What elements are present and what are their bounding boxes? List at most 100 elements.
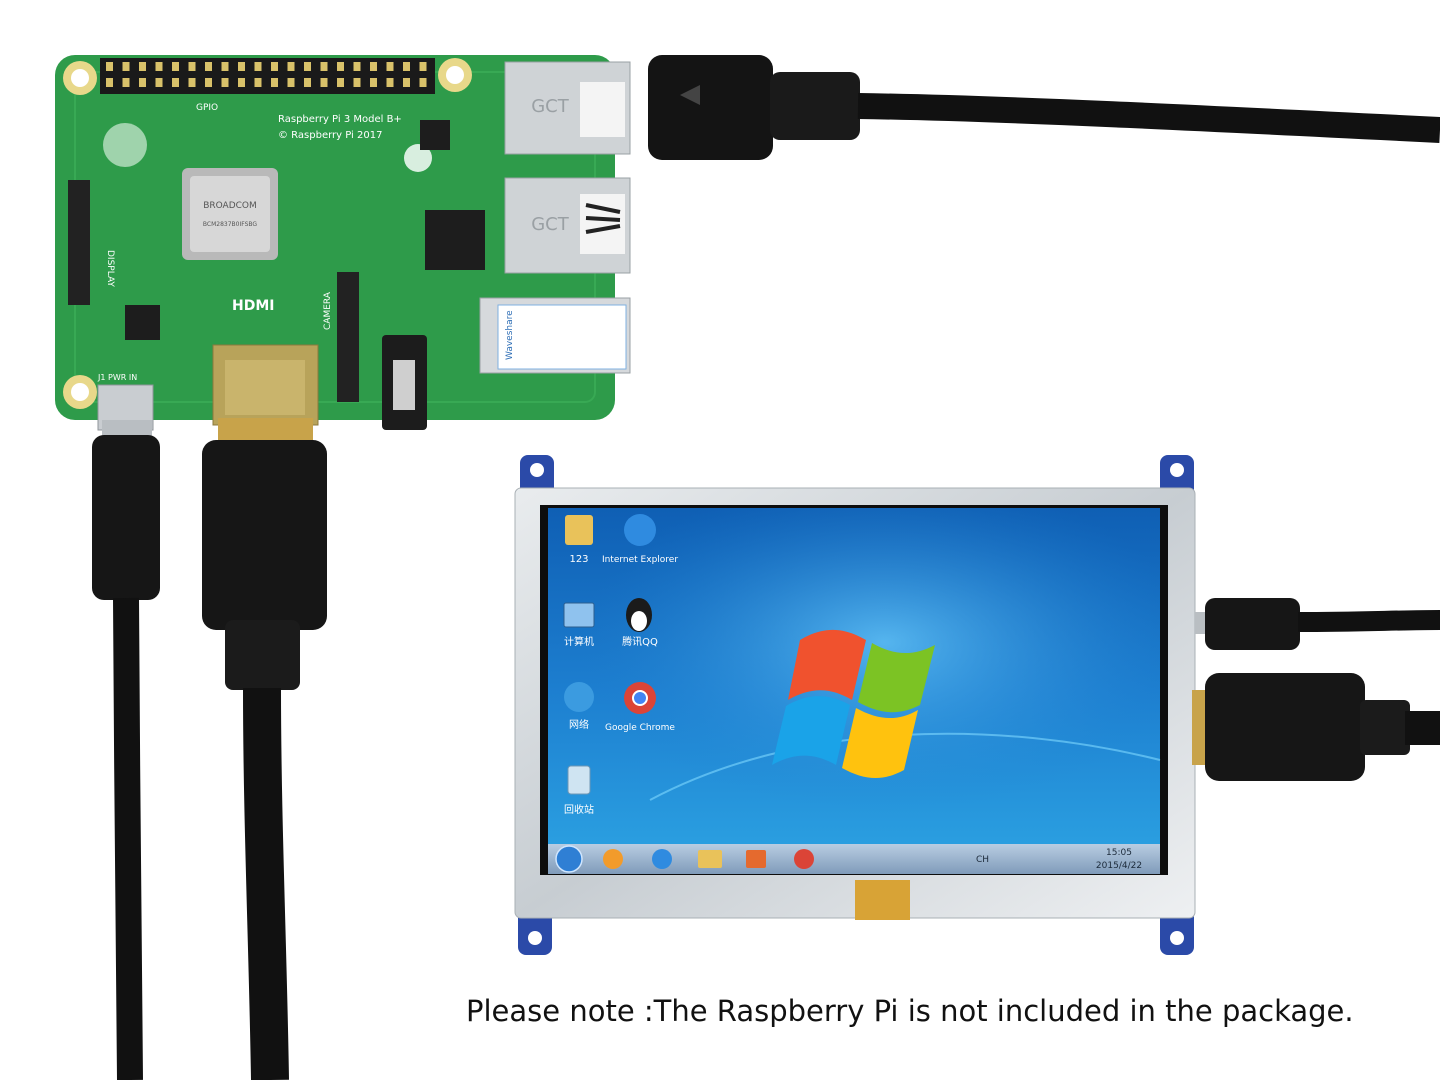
gpio-pin [403, 62, 410, 71]
gpio-pin [155, 62, 163, 71]
gpio-pin [205, 62, 212, 71]
gpio-pin [188, 78, 196, 87]
usb-port-bottom: GCT [504, 177, 631, 274]
gpio-pin [287, 78, 295, 87]
gpio-pin [304, 62, 311, 71]
desktop-icon-label: 123 [569, 554, 588, 565]
desktop-icon-label: Internet Explorer [602, 555, 678, 565]
taskbar-explorer-icon[interactable] [698, 850, 722, 868]
usb-cable [648, 55, 1440, 160]
silk-copyright: © Raspberry Pi 2017 [278, 130, 382, 141]
folder-icon [565, 515, 593, 545]
flex-cable [855, 880, 910, 920]
silk-model: Raspberry Pi 3 Model B+ [278, 114, 402, 125]
micro-usb-cable [92, 420, 160, 1080]
gpio-pin [320, 62, 328, 71]
silk-hdmi: HDMI [232, 298, 274, 314]
gpio-pin [254, 62, 262, 71]
internet-explorer-icon [624, 514, 656, 546]
hdmi-cable [202, 418, 327, 1080]
desktop-icon-qq[interactable]: 腾讯QQ [622, 598, 658, 648]
gpio-pin [271, 78, 278, 87]
gpio-pin [419, 78, 427, 87]
package-note: Please note :The Raspberry Pi is not inc… [466, 994, 1354, 1028]
camera-connector [337, 272, 359, 402]
gpio-pin [370, 78, 377, 87]
desktop-icon-folder[interactable]: 123 [565, 515, 593, 565]
gpio-pin [403, 78, 410, 87]
gpio-pin [337, 78, 344, 87]
gpio-pin [337, 62, 344, 71]
gpio-pin [353, 62, 361, 71]
silk-gpio: GPIO [196, 103, 218, 113]
taskbar-media-icon[interactable] [746, 850, 766, 868]
gpio-pin [188, 62, 196, 71]
ethernet-port: Waveshare [479, 297, 631, 374]
gpio-pin [238, 78, 245, 87]
sticker-text: Waveshare [505, 310, 515, 360]
gpio-header [100, 58, 435, 94]
network-icon [564, 682, 594, 712]
lcd-display: 123 Internet Explorer 计算机 腾讯QQ 网络 [514, 455, 1196, 955]
gpio-pin [254, 78, 262, 87]
taskbar-ie-icon[interactable] [652, 849, 672, 869]
raspberry-pi-board: Raspberry Pi 3 Model B+ © Raspberry Pi 2… [55, 55, 631, 431]
gpio-pin [106, 78, 113, 87]
desktop-icon-label: Google Chrome [605, 723, 675, 733]
gpio-pin [122, 62, 130, 71]
recycle-bin-icon [567, 765, 591, 795]
desktop-icon-network[interactable]: 网络 [564, 682, 594, 731]
silk-camera: CAMERA [323, 291, 333, 330]
start-button[interactable] [555, 845, 583, 873]
desktop-icon-computer[interactable]: 计算机 [563, 602, 595, 648]
taskbar-chrome-icon[interactable] [794, 849, 814, 869]
taskbar: CH 15:05 2015/4/22 [548, 844, 1160, 874]
gpio-pin [386, 78, 394, 87]
taskbar-app-icon[interactable] [603, 849, 623, 869]
silk-display: DISPLAY [105, 250, 115, 287]
gpio-pin [205, 78, 212, 87]
desktop-icon-label: 回收站 [564, 803, 594, 816]
gpio-pin [287, 62, 295, 71]
display-connector [68, 180, 90, 305]
desktop-icon-chrome[interactable]: Google Chrome [605, 682, 675, 733]
tray-clock-date[interactable]: 2015/4/22 [1096, 861, 1142, 871]
windows-logo [772, 629, 935, 779]
gpio-pin [386, 62, 394, 71]
desktop-icon-internet-explorer[interactable]: Internet Explorer [602, 514, 678, 565]
gpio-pin [370, 62, 377, 71]
gpio-pin [139, 62, 146, 71]
gpio-pin [419, 62, 427, 71]
desktop-icon-label: 腾讯QQ [622, 635, 658, 648]
desktop-icon-label: 网络 [569, 718, 589, 731]
tray-clock-time[interactable]: 15:05 [1106, 848, 1132, 858]
pcb [55, 55, 615, 420]
gpio-pin [172, 78, 179, 87]
usb-brand: GCT [531, 214, 570, 235]
gpio-pin [155, 78, 163, 87]
display-hdmi-cable [1192, 673, 1440, 781]
gpio-pin [139, 78, 146, 87]
gpio-pin [172, 62, 179, 71]
gpio-pin [238, 62, 245, 71]
silk-pwr: J1 PWR IN [97, 373, 137, 382]
gpio-pin [304, 78, 311, 87]
gpio-pin [221, 78, 229, 87]
gpio-pin [221, 62, 229, 71]
desktop-icon-recycle-bin[interactable]: 回收站 [564, 765, 594, 816]
tray-lang[interactable]: CH [976, 855, 989, 865]
usb-brand: GCT [531, 96, 570, 117]
desktop-icons: 123 Internet Explorer 计算机 腾讯QQ 网络 [563, 514, 678, 816]
desktop-icon-label: 计算机 [564, 635, 594, 648]
gpio-pin [122, 78, 130, 87]
gpio-pin [353, 78, 361, 87]
raspberry-logo [103, 123, 432, 172]
gpio-pin [106, 62, 113, 71]
gpio-pin [271, 62, 278, 71]
display-micro-usb-cable [1195, 598, 1440, 650]
computer-icon [563, 602, 595, 628]
chip-code: BCM2837B0IFSBG [203, 221, 258, 228]
usb-port-top: GCT [504, 61, 631, 155]
gpio-pin [320, 78, 328, 87]
